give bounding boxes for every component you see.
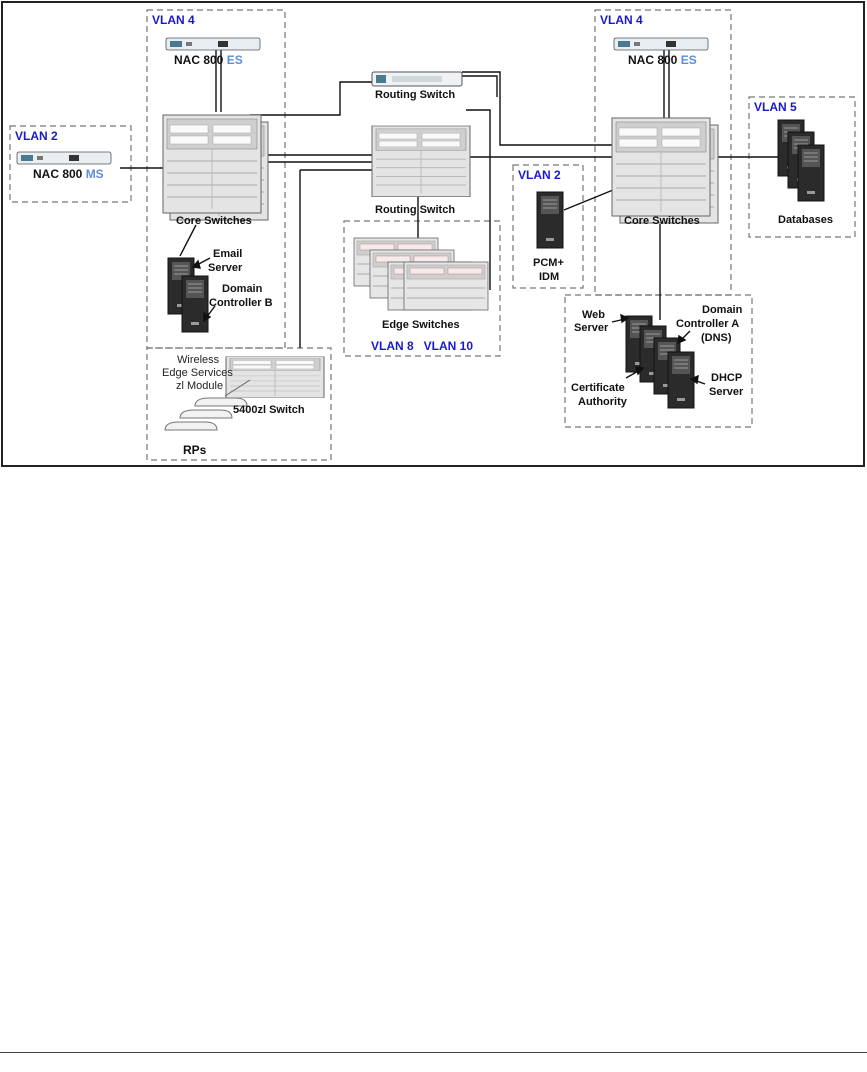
region-edge	[343, 220, 501, 357]
edge-switches-label: Edge Switches	[382, 319, 460, 331]
core-switch-left-front	[162, 114, 262, 214]
switch-5400zl-device	[225, 356, 325, 399]
pcm-label-1: PCM+	[533, 257, 564, 269]
domain-controller-b-tower	[181, 275, 209, 333]
vlan-label-pcm: VLAN 2	[518, 168, 561, 182]
region-pcm-vlan2	[512, 164, 584, 289]
network-diagram: VLAN 4 VLAN 2 VLAN 4 VLAN 2 VLAN 5 VLAN …	[1, 1, 865, 467]
nac-ms-label: NAC 800 MS	[33, 167, 104, 181]
domain-controller-a-label-1: Domain	[702, 304, 743, 316]
vlan-label-databases: VLAN 5	[754, 100, 797, 114]
dhcp-server-label-2: Server	[709, 386, 744, 398]
web-server-label-2: Server	[574, 322, 609, 334]
region-5400zl	[146, 347, 332, 461]
certificate-authority-label-1: Certificate	[571, 382, 625, 394]
footer-rule	[0, 1052, 867, 1053]
domain-controller-b-label-2: Controller B	[209, 297, 273, 309]
region-servers	[564, 294, 753, 428]
dhcp-server-label-1: DHCP	[711, 372, 742, 384]
region-nac-ms-vlan2	[9, 125, 132, 203]
network-links	[120, 48, 778, 348]
email-server-label-2: Server	[208, 262, 243, 274]
edge-switch-4	[403, 261, 489, 311]
vlan-label-nac-ms: VLAN 2	[15, 129, 58, 143]
routing-switch-top-label: Routing Switch	[375, 89, 455, 101]
wireless-label-2: Edge Services	[162, 367, 233, 379]
nac-es-left-label: NAC 800 ES	[174, 53, 243, 67]
switch-5400zl-label: 5400zl Switch	[233, 404, 305, 416]
wireless-label-3: zl Module	[176, 380, 223, 392]
rp-2	[179, 409, 233, 419]
databases-label: Databases	[778, 214, 833, 226]
web-server-label-1: Web	[582, 309, 605, 321]
core-switch-right-front	[611, 117, 711, 217]
region-databases-vlan5	[748, 96, 856, 238]
pcm-label-2: IDM	[539, 271, 559, 283]
core-switches-right-label: Core Switches	[624, 215, 700, 227]
rps-label: RPs	[183, 443, 207, 457]
vlan-label-edge: VLAN 8 VLAN 10	[371, 339, 473, 353]
nac-es-left-device	[165, 37, 261, 51]
vlan-label-left-core: VLAN 4	[152, 13, 195, 27]
core-switches-left-label: Core Switches	[176, 215, 252, 227]
routing-switch-mid-label: Routing Switch	[375, 204, 455, 216]
domain-controller-b-label-1: Domain	[222, 283, 263, 295]
routing-switch-top-device	[371, 71, 463, 87]
nac-es-right-label: NAC 800 ES	[628, 53, 697, 67]
nac-es-right-device	[613, 37, 709, 51]
pointer-arrows	[191, 257, 706, 385]
certificate-authority-label-2: Authority	[578, 396, 628, 408]
nac-ms-device	[16, 151, 112, 165]
rp-3	[164, 421, 218, 431]
database-tower-3	[797, 144, 825, 202]
dhcp-server-tower	[667, 351, 695, 409]
vlan-regions	[9, 9, 856, 461]
domain-controller-a-label-3: (DNS)	[701, 332, 732, 344]
diagram-frame	[1, 1, 865, 467]
routing-switch-mid-device	[371, 125, 471, 198]
email-server-label-1: Email	[213, 248, 242, 260]
wireless-label-1: Wireless	[177, 354, 220, 366]
vlan-label-right-core: VLAN 4	[600, 13, 643, 27]
domain-controller-a-label-2: Controller A	[676, 318, 739, 330]
region-left-vlan4	[146, 9, 286, 349]
pcm-idm-tower	[536, 191, 564, 249]
